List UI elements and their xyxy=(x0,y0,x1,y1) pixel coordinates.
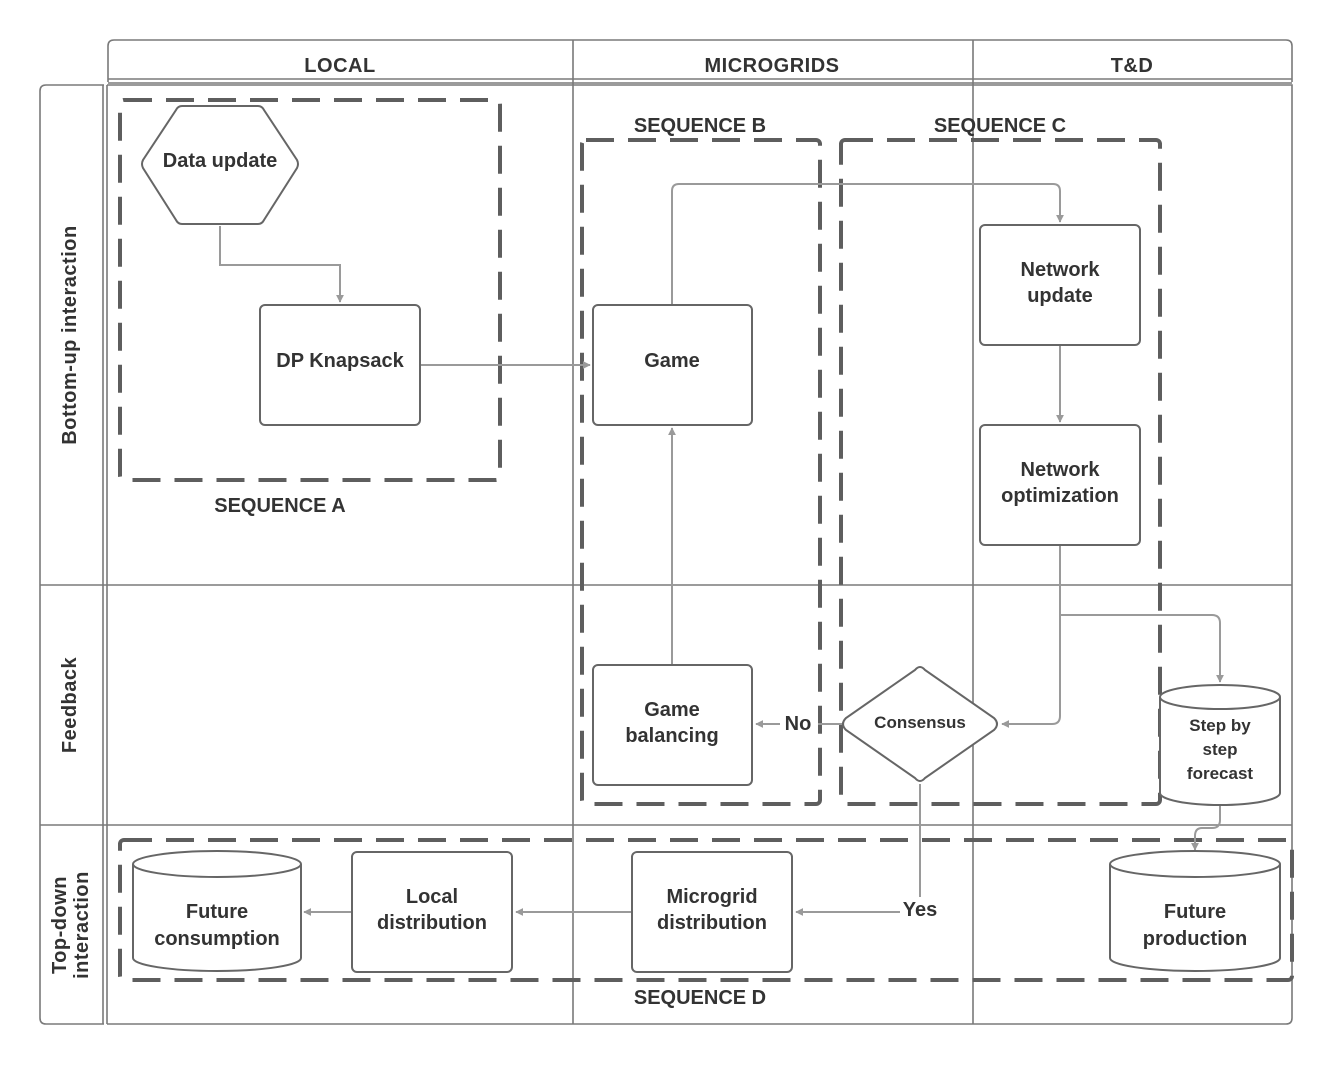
svg-text:distribution: distribution xyxy=(657,912,767,934)
svg-text:update: update xyxy=(1027,285,1093,307)
column-header-td: T&D xyxy=(1111,55,1154,77)
node-data-update: Data update xyxy=(141,105,299,225)
row-header-top-down-line1: Top-down xyxy=(49,876,71,974)
column-header-microgrids: MICROGRIDS xyxy=(705,55,840,77)
svg-text:forecast: forecast xyxy=(1187,764,1253,783)
row-header-feedback: Feedback xyxy=(59,656,81,753)
svg-text:Local: Local xyxy=(406,886,458,908)
sequence-d-label: SEQUENCE D xyxy=(634,987,766,1009)
svg-text:Future: Future xyxy=(186,901,248,923)
arrow-forecast-to-future-production xyxy=(1191,805,1221,851)
svg-text:step: step xyxy=(1203,740,1238,759)
node-network-update: Network update xyxy=(979,224,1141,346)
sequence-b-label: SEQUENCE B xyxy=(634,115,766,137)
svg-text:optimization: optimization xyxy=(1001,485,1119,507)
arrow-game-to-network-update xyxy=(671,183,1064,305)
svg-text:Future: Future xyxy=(1164,901,1226,923)
sequence-c-label: SEQUENCE C xyxy=(934,115,1066,137)
svg-text:Network: Network xyxy=(1021,259,1101,281)
node-game: Game xyxy=(592,304,753,426)
node-local-distribution: Local distribution xyxy=(351,851,513,973)
node-step-forecast: Step by step forecast xyxy=(1159,684,1281,806)
node-network-optimization: Network optimization xyxy=(979,424,1141,546)
svg-text:Game: Game xyxy=(644,350,700,372)
grid-lines xyxy=(40,40,1293,1025)
edge-label-yes: Yes xyxy=(903,899,937,921)
sequence-c-box xyxy=(839,138,1162,806)
arrow-data-update-to-knapsack xyxy=(219,226,344,303)
svg-text:Consensus: Consensus xyxy=(874,713,966,732)
arrow-optimization-to-forecast xyxy=(1060,614,1224,683)
svg-text:balancing: balancing xyxy=(625,725,718,747)
edge-label-no: No xyxy=(785,713,812,735)
connectors xyxy=(219,183,1224,916)
svg-text:Data update: Data update xyxy=(163,150,277,172)
svg-text:DP Knapsack: DP Knapsack xyxy=(276,350,404,372)
sequence-a-box xyxy=(118,98,502,482)
svg-text:consumption: consumption xyxy=(154,928,280,950)
svg-text:Game: Game xyxy=(644,699,700,721)
node-microgrid-distribution: Microgrid distribution xyxy=(631,851,793,973)
row-header-bar xyxy=(39,84,108,1025)
sequence-b-box xyxy=(580,138,822,806)
sequence-a-label: SEQUENCE A xyxy=(214,495,346,517)
svg-text:Microgrid: Microgrid xyxy=(666,886,757,908)
svg-text:distribution: distribution xyxy=(377,912,487,934)
node-consensus: Consensus xyxy=(842,666,998,782)
column-header-local: LOCAL xyxy=(304,55,375,77)
node-dp-knapsack: DP Knapsack xyxy=(259,304,421,426)
node-future-production: Future production xyxy=(1109,850,1281,972)
sequence-d-box xyxy=(118,838,1294,982)
svg-text:production: production xyxy=(1143,928,1247,950)
node-game-balancing: Game balancing xyxy=(592,664,753,786)
column-header-bar xyxy=(107,39,1293,84)
row-header-top-down-line2: interaction xyxy=(71,871,93,979)
row-header-bottom-up: Bottom-up interaction xyxy=(59,225,81,444)
svg-text:Network: Network xyxy=(1021,459,1101,481)
node-future-consumption: Future consumption xyxy=(132,850,302,972)
arrow-optimization-to-consensus xyxy=(1001,546,1061,728)
svg-text:Step by: Step by xyxy=(1189,716,1251,735)
